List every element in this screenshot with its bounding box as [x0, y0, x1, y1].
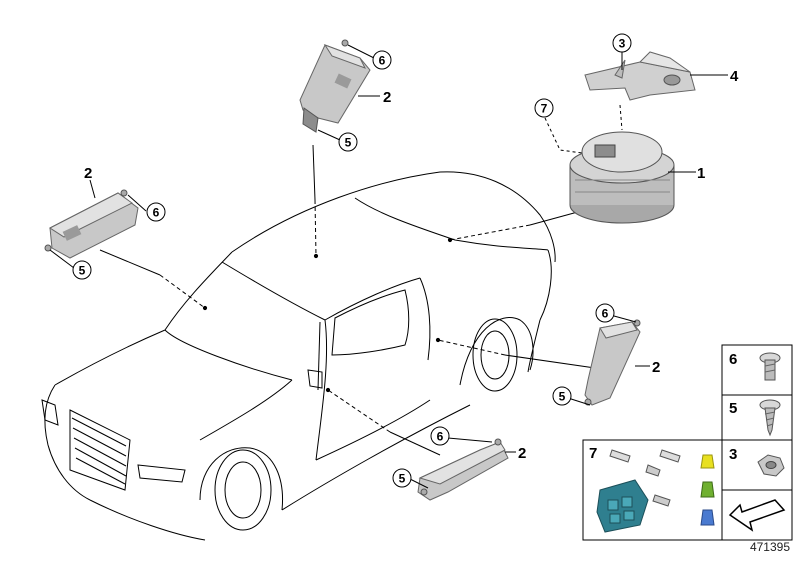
antenna-module-left — [44, 189, 139, 259]
legend-label-6: 6 — [729, 351, 737, 368]
svg-text:6: 6 — [602, 307, 609, 321]
antenna-module-top — [299, 39, 371, 133]
callout-5-right: 5 — [552, 386, 572, 406]
callout-2-top: 2 — [383, 89, 391, 106]
screw-icon — [759, 352, 781, 381]
leader-lines — [99, 104, 623, 456]
legend-label-7: 7 — [589, 445, 597, 462]
antenna-module-right — [584, 319, 641, 406]
callouts — [49, 44, 728, 489]
svg-text:5: 5 — [345, 136, 352, 150]
callout-2-left: 2 — [84, 165, 92, 182]
callout-1-speaker: 1 — [697, 165, 705, 182]
legend-label-3: 3 — [729, 446, 737, 463]
callout-7-speaker: 7 — [534, 98, 554, 118]
svg-text:5: 5 — [79, 264, 86, 278]
tapping-screw-icon — [759, 399, 781, 437]
car-outline — [41, 171, 556, 541]
mounting-bracket — [584, 51, 696, 101]
svg-text:7: 7 — [541, 102, 548, 116]
callout-6-top: 6 — [372, 50, 392, 70]
connector-kit-icons — [596, 449, 715, 533]
antenna-module-bottom — [417, 438, 509, 501]
callout-5-top: 5 — [338, 132, 358, 152]
svg-text:6: 6 — [153, 206, 160, 220]
svg-text:3: 3 — [619, 37, 626, 51]
svg-text:5: 5 — [559, 390, 566, 404]
speaker-unit — [569, 131, 675, 224]
legend-panel — [582, 344, 793, 541]
nut-icon — [757, 454, 785, 477]
callout-5-left: 5 — [72, 260, 92, 280]
figure-id: 471395 — [749, 540, 790, 554]
callout-2-right: 2 — [652, 359, 660, 376]
callout-6-left: 6 — [146, 202, 166, 222]
arrow-icon — [728, 499, 786, 532]
callout-3-bracket: 3 — [612, 33, 632, 53]
callout-2-bottom: 2 — [518, 445, 526, 462]
callout-5-bottom: 5 — [392, 468, 412, 488]
callout-4-bracket: 4 — [730, 68, 739, 85]
callout-6-right: 6 — [595, 303, 615, 323]
svg-text:5: 5 — [399, 472, 406, 486]
callout-6-bottom: 6 — [430, 426, 450, 446]
legend-label-5: 5 — [729, 400, 737, 417]
svg-text:6: 6 — [379, 54, 386, 68]
svg-text:6: 6 — [437, 430, 444, 444]
